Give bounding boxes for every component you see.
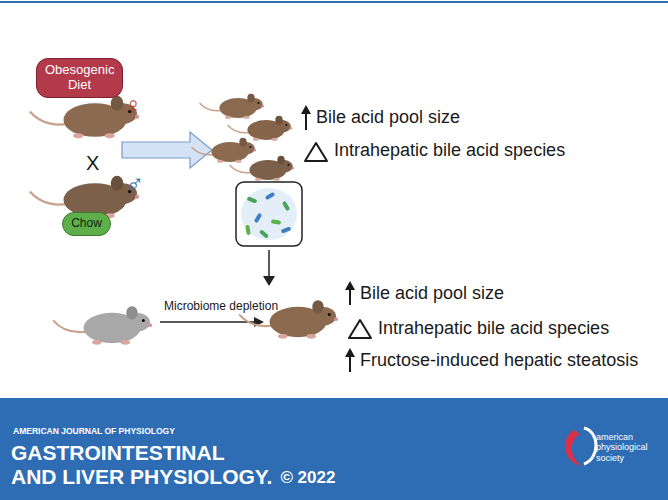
mouse-figure	[192, 138, 256, 163]
diet-label: Chow	[62, 212, 111, 236]
change-triangle	[305, 143, 327, 161]
change-triangle	[349, 320, 371, 338]
microbiome-box	[236, 182, 302, 246]
mouse-figure	[30, 96, 139, 139]
journal-title: AND LIVER PHYSIOLOGY.	[11, 465, 272, 489]
society-logo	[565, 428, 596, 466]
increase-arrow	[345, 348, 355, 372]
mouse-figure	[230, 156, 294, 181]
mouse-figure	[228, 116, 292, 141]
mouse-figure	[200, 94, 264, 119]
transfer-arrow	[122, 132, 212, 168]
copyright: © 2022	[280, 468, 335, 488]
diet-label: Obesogenic Diet	[36, 58, 123, 98]
outcome-text: Intrahepatic bile acid species	[378, 318, 609, 339]
mouse-figure	[53, 306, 152, 344]
journal-name: AMERICAN JOURNAL OF PHYSIOLOGY	[13, 427, 175, 437]
journal-title: GASTROINTESTINAL	[11, 441, 225, 465]
outcome-text: Intrahepatic bile acid species	[334, 140, 565, 161]
increase-arrow	[301, 105, 311, 130]
step-label: Microbiome depletion	[164, 300, 278, 314]
society-name: american physiological society	[596, 432, 658, 463]
node-text: Obesogenic Diet	[45, 63, 114, 93]
increase-arrow	[345, 281, 355, 305]
outcome-text: Bile acid pool size	[316, 107, 460, 128]
journal-band	[0, 398, 668, 500]
node-text: Chow	[71, 217, 102, 231]
top-rule	[0, 1, 668, 3]
down-arrow	[263, 250, 275, 286]
outcome-text: Bile acid pool size	[360, 283, 504, 304]
sex-symbol: ♀	[124, 92, 142, 120]
cross-mark: X	[86, 152, 99, 175]
sex-symbol: ♂	[126, 170, 144, 198]
outcome-text: Fructose-induced hepatic steatosis	[360, 350, 638, 371]
